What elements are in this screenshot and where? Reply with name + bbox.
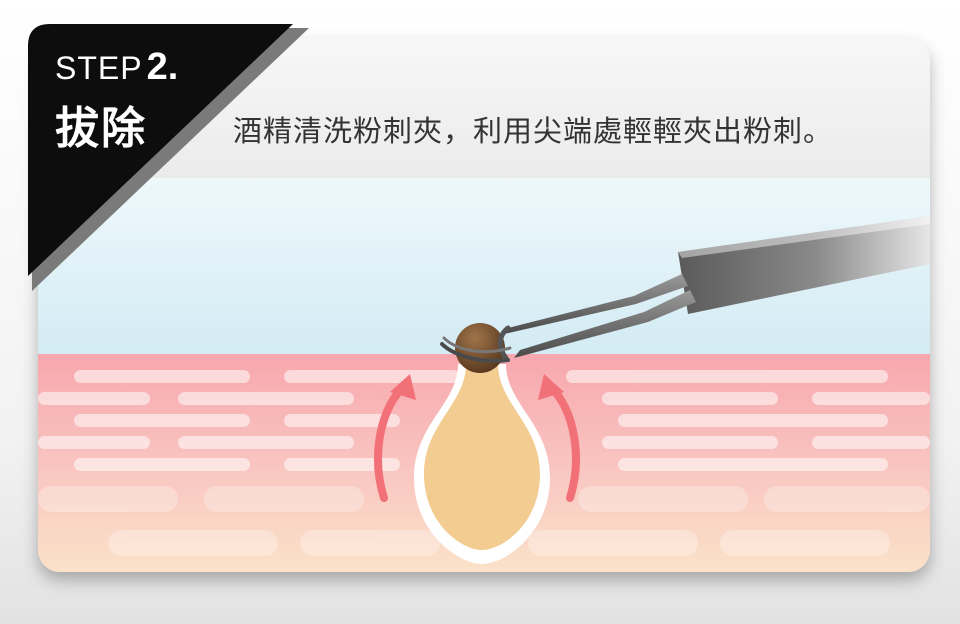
skin-cells [38, 370, 930, 556]
step-badge [28, 24, 309, 291]
skin-illustration [38, 178, 930, 572]
instruction-text: 酒精清洗粉刺夾，利用尖端處輕輕夾出粉刺。 [233, 114, 834, 148]
tweezers-icon [440, 216, 930, 363]
arrow-heads [390, 374, 564, 400]
step-number: 2. [146, 46, 179, 88]
step-title: 拔除 [55, 103, 147, 154]
arrow-up-curved-icon [374, 382, 580, 502]
step-word: STEP [55, 50, 143, 86]
step-card: 酒精清洗粉刺夾，利用尖端處輕輕夾出粉刺。 [38, 38, 930, 572]
pore-pimple [414, 323, 550, 564]
badge-shape [28, 24, 293, 276]
